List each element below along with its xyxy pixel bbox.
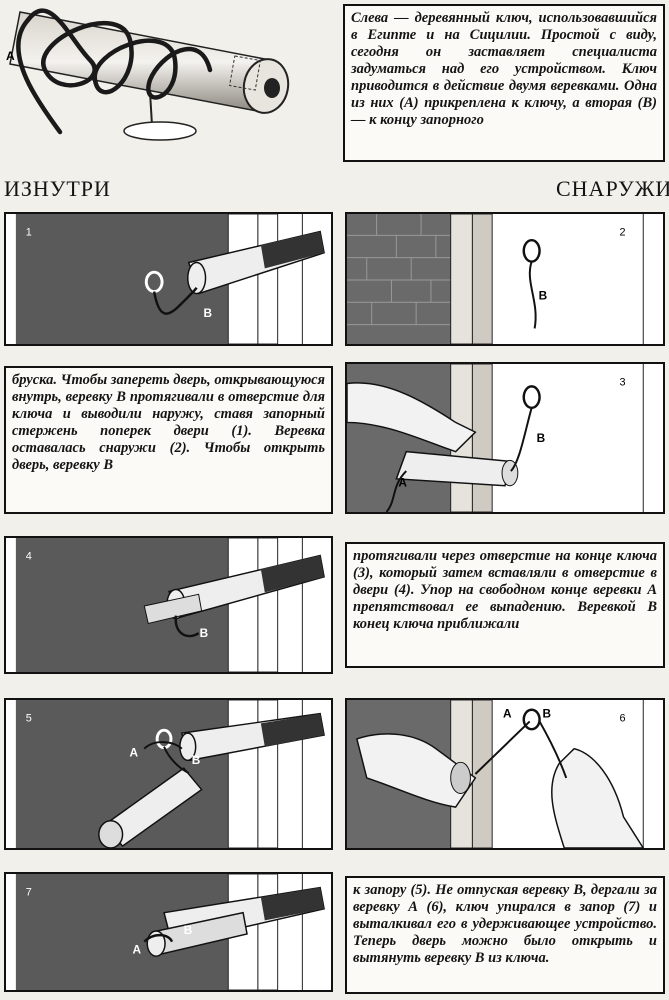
panel-7-number: 7 bbox=[26, 886, 32, 898]
panel-3-label-b: В bbox=[537, 432, 546, 445]
panel-6-number: 6 bbox=[620, 712, 626, 724]
panel-4-label-b: В bbox=[200, 627, 209, 640]
panel-6-label-a: А bbox=[503, 708, 512, 721]
panel-1-number: 1 bbox=[26, 226, 32, 238]
panel-2-outside-locked: 2 В bbox=[345, 212, 665, 346]
text-block-2-content: протягивали через отверстие на конце клю… bbox=[353, 548, 657, 632]
panel-3-outside-threading: 3 А В bbox=[345, 362, 665, 514]
heading-inside: ИЗНУТРИ bbox=[4, 176, 111, 201]
panel-1-drawing: 1 В bbox=[15, 214, 325, 344]
panel-2-label-b: В bbox=[539, 289, 548, 302]
panel-5-drawing: 5 А В bbox=[15, 700, 325, 848]
heading-outside: СНАРУЖИ bbox=[556, 176, 669, 201]
text-block-3-content: к запору (5). Не отпуская веревку В, дер… bbox=[353, 882, 657, 966]
text-block-1-content: бруска. Чтобы запереть дверь, открывающу… bbox=[12, 372, 325, 473]
text-block-3: к запору (5). Не отпуская веревку В, дер… bbox=[345, 876, 665, 994]
panel-5-label-b: В bbox=[192, 754, 201, 767]
panel-4-number: 4 bbox=[26, 550, 32, 562]
panel-3-number: 3 bbox=[620, 376, 626, 388]
panel-7-label-a: А bbox=[132, 943, 141, 956]
panel-7-drawing: 7 А В bbox=[15, 874, 325, 990]
panel-7-inside-pushing: 7 А В bbox=[4, 872, 333, 992]
key-illustration: А bbox=[0, 0, 340, 168]
panel-6-drawing: 6 А В bbox=[347, 700, 645, 848]
panel-5-label-a: А bbox=[129, 747, 138, 760]
panel-5-number: 5 bbox=[26, 712, 32, 724]
panel-7-label-b: В bbox=[184, 924, 193, 937]
text-block-2: протягивали через отверстие на конце клю… bbox=[345, 542, 665, 668]
panel-4-inside-inserted: 4 В bbox=[4, 536, 333, 674]
panel-4-drawing: 4 В bbox=[15, 538, 325, 672]
text-block-1: бруска. Чтобы запереть дверь, открывающу… bbox=[4, 366, 333, 514]
panel-3-drawing: 3 А В bbox=[347, 364, 644, 512]
panel-2-number: 2 bbox=[620, 226, 626, 238]
wooden-key-drawing: А bbox=[6, 8, 290, 141]
intro-text: Слева — деревянный ключ, использовавшийс… bbox=[351, 10, 657, 128]
panel-1-label-b: В bbox=[204, 307, 213, 320]
intro-text-box: Слева — деревянный ключ, использовавшийс… bbox=[343, 4, 665, 162]
panel-6-outside-pulling: 6 А В bbox=[345, 698, 665, 850]
panel-6-label-b: В bbox=[543, 708, 552, 721]
key-label-a: А bbox=[6, 49, 15, 63]
panel-1-inside-locked: 1 В bbox=[4, 212, 333, 346]
panel-3-label-a: А bbox=[398, 477, 407, 490]
panel-5-inside-approach: 5 А В bbox=[4, 698, 333, 850]
panel-2-drawing: 2 В bbox=[347, 214, 644, 344]
